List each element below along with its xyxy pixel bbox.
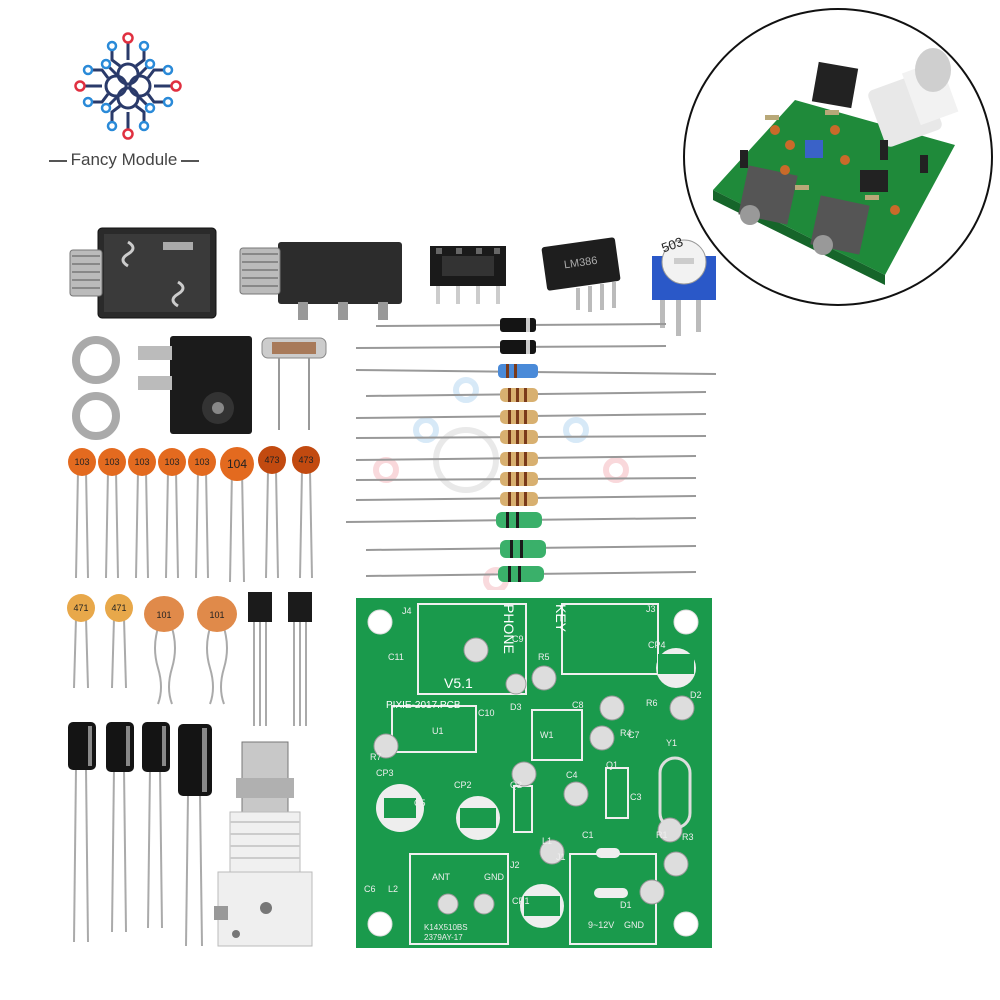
pcb-label-q2: Q2 (510, 780, 522, 790)
pcb-label-r1: R1 (656, 830, 668, 840)
ic-socket-component (430, 246, 506, 304)
fancy-module-logo-icon (74, 32, 182, 140)
transistor-component (248, 592, 312, 726)
pcb-label-cp3: CP3 (376, 768, 394, 778)
pcb-label-c8: C8 (572, 700, 584, 710)
pcb-label-u1: U1 (432, 726, 444, 736)
pcb-label-r6: R6 (646, 698, 658, 708)
pcb-label-r3: R3 (682, 832, 694, 842)
ic-label: LM386 (563, 255, 598, 272)
dc-power-jack-component (138, 336, 252, 434)
crystal-component (261, 337, 327, 430)
audio-jack-component (239, 242, 402, 320)
assembled-board-inset (683, 8, 993, 306)
pcb-label-y1: Y1 (666, 738, 677, 748)
electrolytic-capacitors (68, 722, 212, 947)
pcb-label-j4: J4 (402, 606, 412, 616)
cap-label: 473 (264, 455, 279, 465)
pcb-label-c1: C1 (582, 830, 594, 840)
pcb-code-2: 2379AY-17 (424, 933, 463, 942)
cap-label: 101 (156, 610, 171, 620)
ceramic-capacitors-row: 103 103 103 103 103 104 473 473 (68, 446, 320, 583)
cap-label: 103 (74, 457, 89, 467)
pcb-label-cp1: CP1 (512, 896, 530, 906)
pcb-label-cp2: CP2 (454, 780, 472, 790)
brand-name: Fancy Module (44, 150, 204, 170)
bnc-connector-component (214, 741, 313, 947)
pcb-label-j3: J3 (646, 604, 656, 614)
pcb-label-q1: Q1 (606, 760, 618, 770)
pcb-label-gnd: GND (484, 872, 505, 882)
pcb-label-j2: J2 (510, 860, 520, 870)
cap-label: 473 (298, 455, 313, 465)
pcb-label-d1: D1 (620, 900, 632, 910)
pcb-label-c6: C6 (364, 884, 376, 894)
pcb-label-key: KEY (553, 604, 569, 633)
pcb-label-w1: W1 (540, 730, 554, 740)
ic-chip-component: LM386 (541, 237, 621, 312)
cap-label: 103 (194, 457, 209, 467)
pcb-label-c11: C11 (388, 652, 404, 662)
pcb-label-d2: D2 (690, 690, 702, 700)
trimmer-pot-component: 503 (652, 234, 716, 336)
pcb-label-j1: J1 (556, 852, 566, 862)
pcb-label-r7: R7 (370, 752, 382, 762)
cap-label: 471 (111, 603, 126, 613)
audio-jack-component (69, 227, 217, 319)
pcb-label-d3: D3 (510, 702, 522, 712)
assembled-board-photo (713, 48, 959, 285)
resistors-diodes-group (345, 318, 717, 590)
cap-label: 104 (227, 457, 247, 471)
pcb-label-r4: R4 (620, 728, 632, 738)
pcb-board: J4 J3 J2 J1 C11 C9 C10 C8 C5 C6 C4 C7 C3… (356, 598, 712, 948)
pcb-label-phone: PHONE (501, 604, 517, 654)
cap-label: 101 (209, 610, 224, 620)
pcb-label-c3: C3 (630, 792, 642, 802)
pcb-label-cp4: CP4 (648, 640, 666, 650)
pcb-label-c10: C10 (478, 708, 495, 718)
washer-component (72, 336, 120, 440)
pcb-label-l1: L1 (542, 836, 552, 846)
pcb-label-gnd2: GND (624, 920, 645, 930)
small-capacitors-row: 471 471 101 101 (67, 594, 237, 705)
pcb-name: PIXIE-2017.PCB (386, 700, 461, 711)
pcb-label-power: 9~12V (588, 920, 614, 930)
cap-label: 103 (164, 457, 179, 467)
cap-label: 103 (134, 457, 149, 467)
pot-label: 503 (659, 234, 685, 256)
pcb-version: V5.1 (444, 675, 473, 691)
cap-label: 103 (104, 457, 119, 467)
pcb-label-c4: C4 (566, 770, 578, 780)
pcb-label-r5: R5 (538, 652, 550, 662)
pcb-label-c7: C7 (628, 730, 640, 740)
pcb-label-ant: ANT (432, 872, 451, 882)
pcb-label-c5: C5 (414, 798, 426, 808)
pcb-label-l2: L2 (388, 884, 398, 894)
cap-label: 471 (73, 603, 88, 613)
pcb-label-c9: C9 (512, 634, 524, 644)
pcb-code-1: K14X510BS (424, 923, 468, 932)
